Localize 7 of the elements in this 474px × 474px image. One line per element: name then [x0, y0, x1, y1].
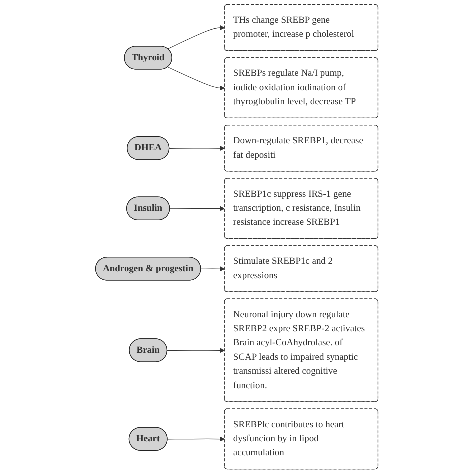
- arrow: [167, 436, 226, 442]
- arrow: [168, 25, 226, 50]
- arrow: [168, 66, 226, 91]
- arrow: [170, 206, 226, 212]
- arrow: [167, 348, 226, 354]
- arrow: [200, 266, 226, 272]
- arrow: [169, 146, 226, 152]
